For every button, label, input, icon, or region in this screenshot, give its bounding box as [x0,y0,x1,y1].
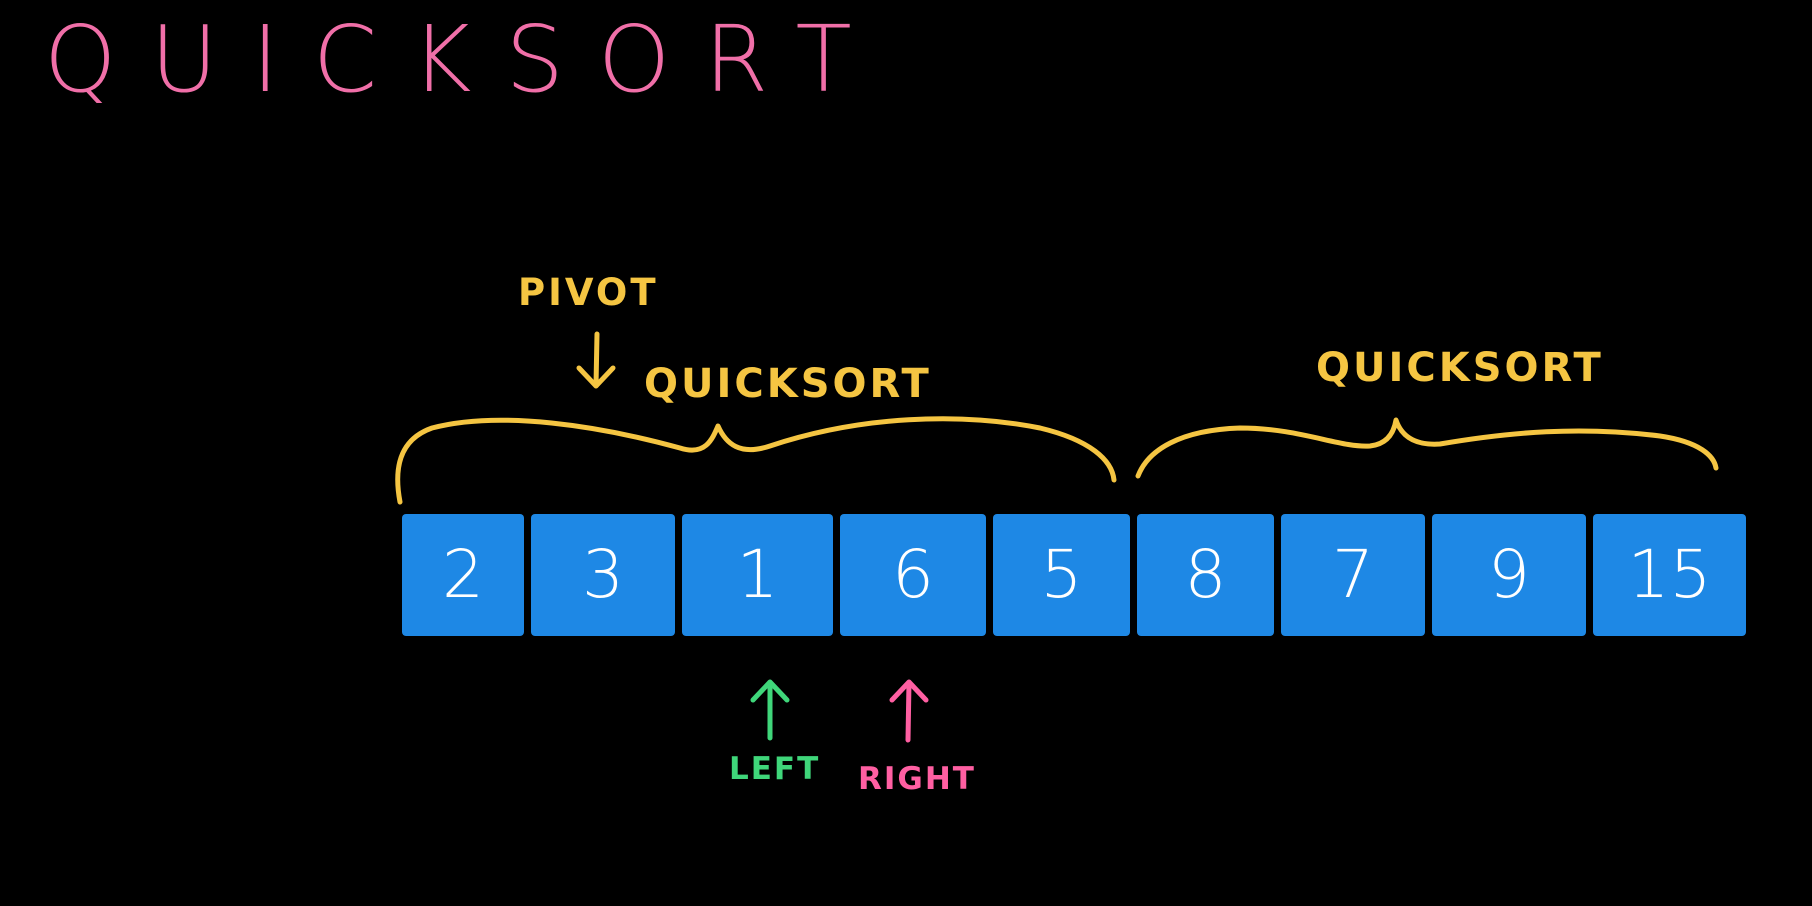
array-cell: 3 [531,514,675,636]
left-pointer-label: LEFT [729,751,821,787]
diagram-title: QUICKSORT [44,6,886,113]
right-partition-brace [1135,417,1719,479]
array-cell: 2 [402,514,524,636]
array-cell: 7 [1281,514,1425,636]
left-pointer-arrow [750,679,790,741]
array-cell: 6 [840,514,986,636]
right-pointer-arrow [889,679,929,743]
left-partition-brace [395,416,1117,505]
right-pointer-label: RIGHT [858,761,976,797]
array-cell: 1 [682,514,833,636]
right-partition-label: QUICKSORT [1316,345,1604,391]
left-partition-label: QUICKSORT [644,361,932,407]
array-cell: 5 [993,514,1130,636]
array-cell: 8 [1137,514,1274,636]
array-cell: 15 [1593,514,1746,636]
pivot-label: PIVOT [518,271,659,314]
pivot-arrow [576,331,616,389]
array-cell: 9 [1432,514,1586,636]
